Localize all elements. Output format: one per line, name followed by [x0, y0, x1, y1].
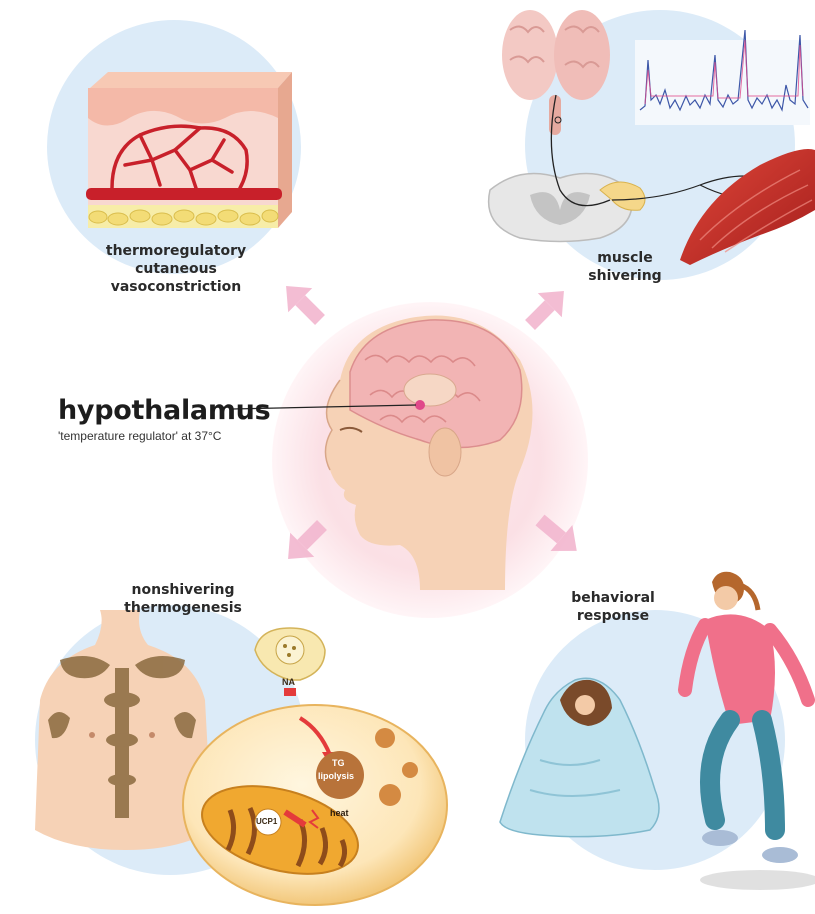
shivering-label-line: shivering — [585, 268, 665, 286]
nonshivering-label: nonshivering thermogenesis — [108, 582, 258, 618]
behavioral-label-line: behavioral — [568, 590, 658, 608]
heat-label: heat — [330, 808, 349, 818]
hypothalamus-title: hypothalamus — [58, 395, 270, 426]
lipolysis-label: lipolysis — [318, 771, 354, 781]
vasoconstriction-label: thermoregulatory cutaneous vasoconstrict… — [96, 243, 256, 297]
nonshivering-label-line: thermogenesis — [108, 600, 258, 618]
shivering-label: muscle shivering — [585, 250, 665, 286]
behavioral-label: behavioral response — [568, 590, 658, 626]
vasoconstriction-label-line: thermoregulatory — [96, 243, 256, 261]
shivering-label-line: muscle — [585, 250, 665, 268]
behavioral-label-line: response — [568, 608, 658, 626]
arrow-up-left-icon — [274, 274, 332, 332]
skin-cross-section-icon — [86, 72, 292, 228]
arrow-up-right-icon — [518, 279, 576, 337]
ucp1-label: UCP1 — [256, 817, 277, 826]
vasoconstriction-label-line: cutaneous — [96, 261, 256, 279]
emg-trace-icon — [635, 30, 810, 125]
nonshivering-label-line: nonshivering — [108, 582, 258, 600]
hypothalamus-subtitle: 'temperature regulator' at 37°C — [58, 429, 221, 443]
na-label: NA — [282, 677, 295, 687]
tg-label: TG — [332, 758, 345, 768]
vasoconstriction-label-line: vasoconstriction — [96, 279, 256, 297]
